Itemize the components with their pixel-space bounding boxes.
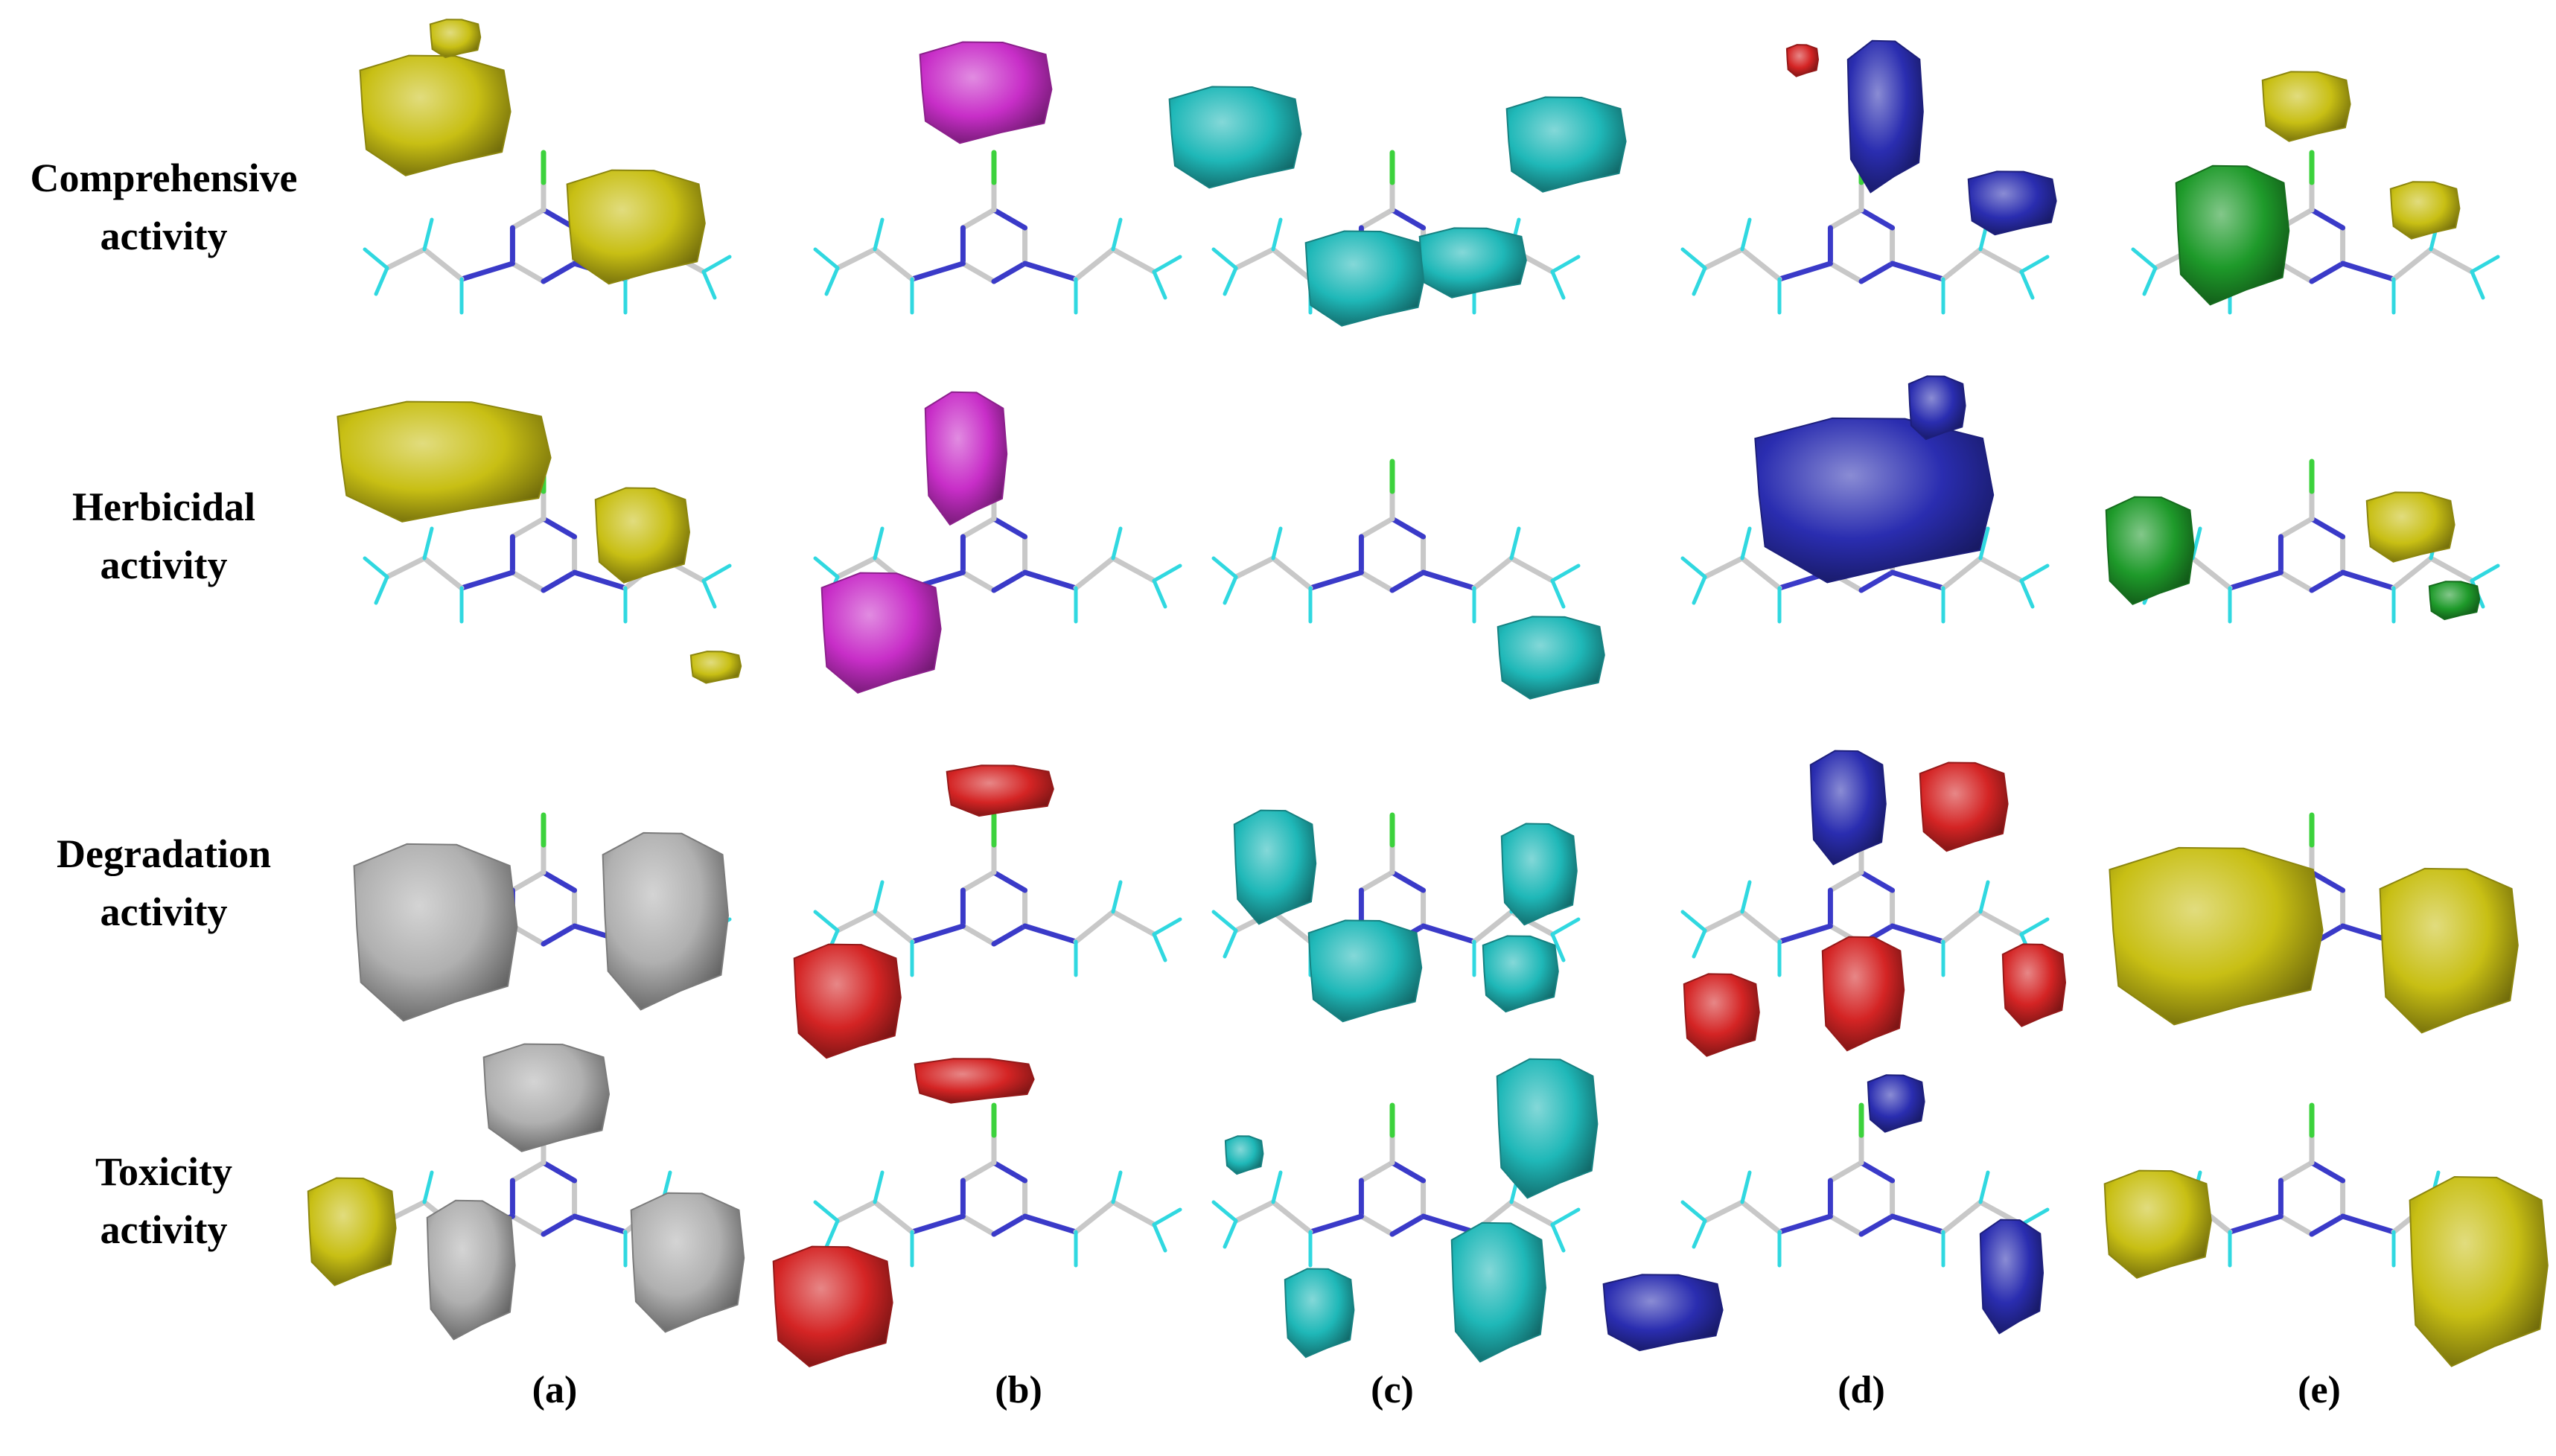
contour-panel-r3-c2	[793, 764, 1182, 1059]
column-label-c: (c)	[1371, 1369, 1414, 1411]
contour-panel-r4-c3	[1211, 1058, 1599, 1363]
contour-panel-r3-c3	[1211, 809, 1581, 1023]
contour-panel-r3-c1	[353, 812, 732, 1022]
contour-panel-r4-c1	[307, 1043, 745, 1341]
column-label-b: (b)	[995, 1369, 1042, 1411]
contour-panel-r2-c4	[1680, 375, 2050, 624]
contour-panel-r1-c1	[359, 19, 732, 315]
contour-panel-r3-c4	[1680, 750, 2067, 1057]
column-label-a: (a)	[532, 1369, 578, 1411]
contour-panel-r4-c5	[2103, 1102, 2549, 1367]
contour-panel-r1-c4	[1680, 39, 2057, 315]
contour-panel-r4-c2	[772, 1058, 1182, 1367]
contour-panel-r1-c5	[2131, 71, 2500, 315]
contour-panel-r2-c5	[2105, 459, 2500, 624]
column-label-d: (d)	[1838, 1369, 1885, 1411]
contour-panel-r1-c3	[1168, 86, 1627, 327]
column-label-e: (e)	[2298, 1369, 2341, 1411]
contour-panel-r1-c2	[813, 41, 1182, 315]
contour-panel-r2-c3	[1211, 459, 1605, 700]
contour-panel-r2-c1	[337, 400, 742, 684]
contour-panel-r3-c5	[2109, 812, 2519, 1034]
contour-panel-r4-c4	[1602, 1074, 2050, 1352]
contour-panel-r2-c2	[813, 391, 1182, 694]
